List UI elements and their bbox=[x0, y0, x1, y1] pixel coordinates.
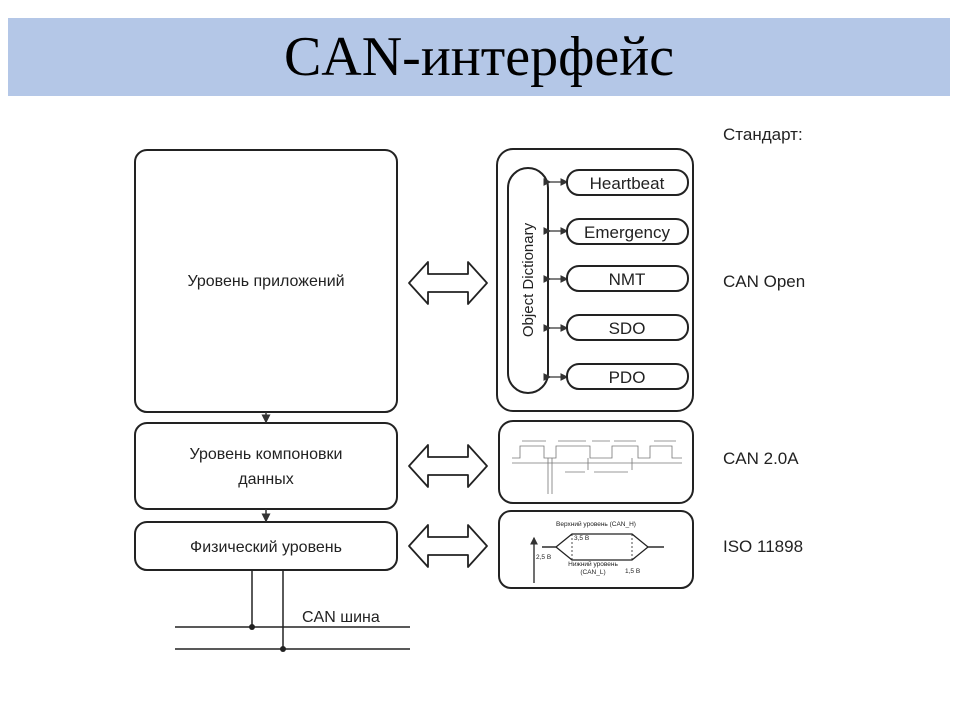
service-label-heartbeat: Heartbeat bbox=[590, 174, 665, 193]
bus-label: CAN шина bbox=[302, 609, 380, 626]
application-layer-label: Уровень приложений bbox=[187, 273, 344, 290]
standard-can20a: CAN 2.0A bbox=[723, 449, 799, 468]
bus-node-low bbox=[280, 646, 286, 652]
standard-canopen: CAN Open bbox=[723, 272, 805, 291]
service-heartbeat: Heartbeat bbox=[543, 169, 689, 196]
signal-waveform bbox=[530, 533, 664, 583]
service-label-sdo: SDO bbox=[609, 319, 646, 338]
physical-layer-label: Физический уровень bbox=[190, 539, 342, 556]
bus-node-high bbox=[249, 624, 255, 630]
page-title: CAN-интерфейс bbox=[283, 26, 675, 88]
standard-iso11898: ISO 11898 bbox=[723, 537, 803, 556]
service-emergency: Emergency bbox=[543, 218, 689, 245]
signal-level-panel bbox=[498, 510, 694, 589]
signal-high-level-label: Верхний уровень (CAN_H) bbox=[556, 520, 636, 528]
standards-header: Стандарт: bbox=[723, 125, 803, 144]
data-link-layer-label-line2: данных bbox=[238, 471, 293, 488]
service-nmt: NMT bbox=[543, 265, 689, 292]
signal-voltage-15: 1,5 В bbox=[625, 568, 640, 575]
service-sdo: SDO bbox=[543, 314, 689, 341]
data-link-layer-box bbox=[134, 422, 398, 510]
data-link-layer-label-line1: Уровень компоновки bbox=[190, 446, 343, 463]
service-label-emergency: Emergency bbox=[584, 223, 670, 242]
datalink-double-arrow bbox=[408, 444, 488, 488]
signal-voltage-25: 2,5 В bbox=[536, 554, 551, 561]
service-label-nmt: NMT bbox=[609, 270, 646, 289]
physical-double-arrow bbox=[408, 524, 488, 568]
signal-low-level-label-line1: Нижний уровень bbox=[568, 560, 618, 568]
application-double-arrow bbox=[408, 261, 488, 305]
can-frame-panel bbox=[498, 420, 694, 504]
signal-low-level-label-line2: (CAN_L) bbox=[580, 569, 605, 576]
signal-voltage-35: 3,5 В bbox=[574, 535, 589, 542]
title-bar: CAN-интерфейс bbox=[8, 18, 950, 96]
service-pdo: PDO bbox=[543, 363, 689, 390]
object-dictionary-label: Object Dictionary bbox=[520, 222, 537, 337]
service-label-pdo: PDO bbox=[609, 368, 646, 387]
can-frame-diagram bbox=[512, 440, 682, 494]
